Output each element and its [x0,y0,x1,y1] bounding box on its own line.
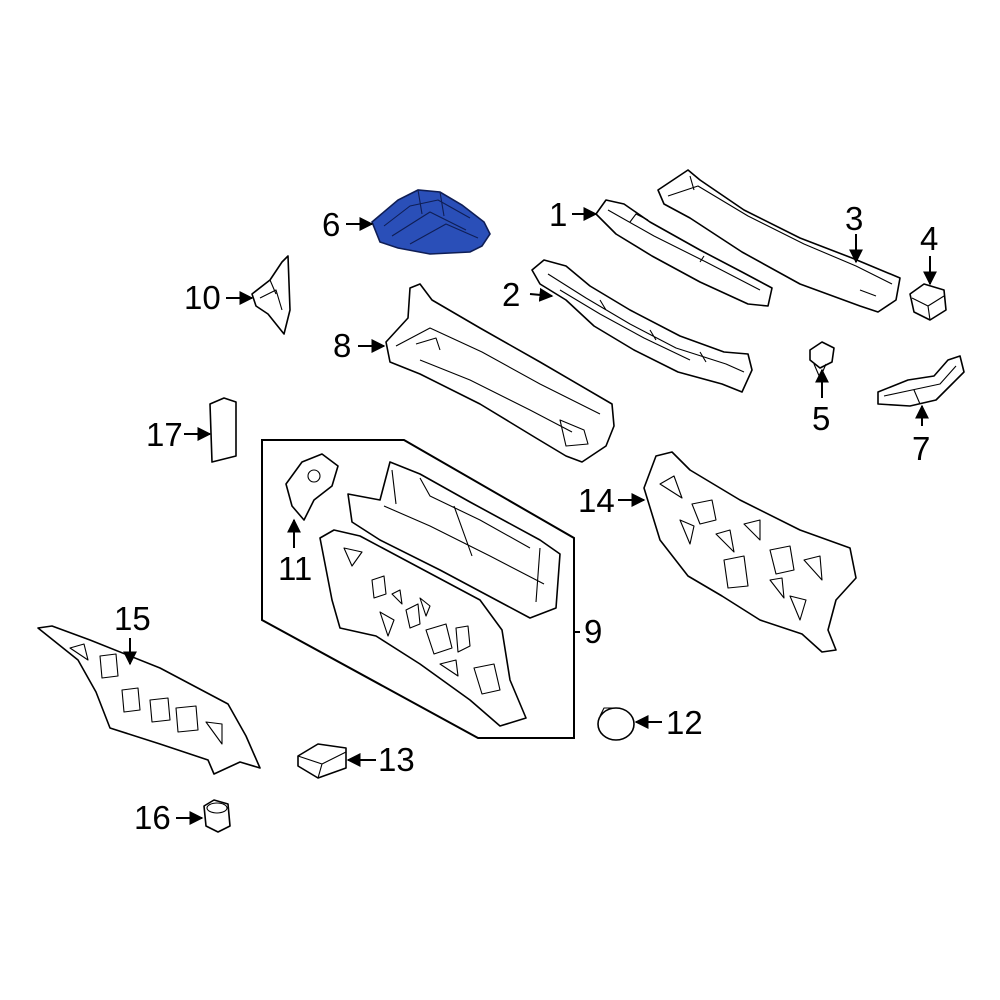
callout-4: 4 [920,220,938,257]
callout-labels: 1 2 3 4 5 6 7 8 9 10 11 12 13 14 15 16 1… [114,196,938,836]
part-3-cowl-top[interactable] [657,169,901,313]
part-6-highlighted[interactable] [371,189,491,255]
callout-9: 9 [584,613,602,650]
part-12-grommet[interactable] [597,707,635,741]
callout-6: 6 [322,206,340,243]
callout-1: 1 [549,196,567,233]
callout-12: 12 [666,704,703,741]
part-11-bracket[interactable] [285,453,339,521]
callout-10: 10 [184,279,221,316]
part-1-cowl-extension[interactable] [595,199,773,307]
part-9-upper-rail[interactable] [347,461,561,619]
part-15-dash-insulator[interactable] [37,625,261,775]
leader-lines [123,207,937,825]
part-7-bracket[interactable] [877,355,965,407]
group-9-outline [261,439,575,739]
callout-16: 16 [134,799,171,836]
callout-17: 17 [146,416,183,453]
callout-14: 14 [578,482,615,519]
callout-2: 2 [502,276,520,313]
part-13-pad[interactable] [297,743,347,779]
callout-8: 8 [333,327,351,364]
callout-15: 15 [114,600,151,637]
part-8-cowl-panel[interactable] [385,283,615,463]
part-2-cowl-reinforcement[interactable] [531,259,753,393]
part-14-dash-panel[interactable] [643,451,857,653]
part-9-dash-panel[interactable] [319,529,527,727]
part-10-bracket[interactable] [251,255,291,335]
callout-7: 7 [912,430,930,467]
callout-11: 11 [278,550,312,587]
callout-3: 3 [845,200,863,237]
part-6-detail [383,189,479,245]
callout-5: 5 [812,400,830,437]
part-17-insulator[interactable] [209,397,237,463]
part-4-clip[interactable] [909,283,947,321]
callout-13: 13 [378,741,415,778]
part-16-grommet[interactable] [203,799,231,833]
